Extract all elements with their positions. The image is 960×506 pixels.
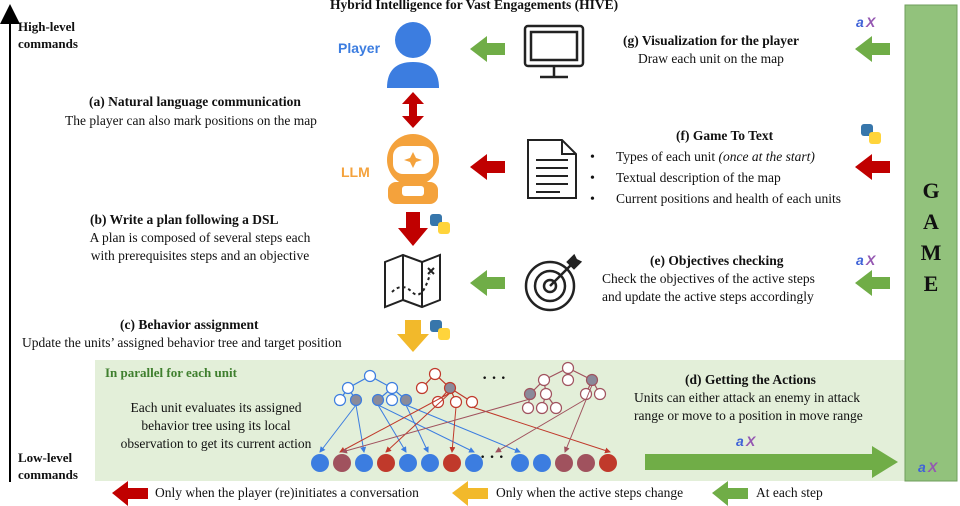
step-d-line: range or move to a position in move rang… bbox=[634, 408, 863, 423]
unit-circle bbox=[443, 454, 461, 472]
svg-text:a: a bbox=[736, 433, 744, 449]
map-icon bbox=[384, 253, 441, 309]
arrow-left-green-e bbox=[470, 270, 505, 296]
step-c-text: Update the units’ assigned behavior tree… bbox=[22, 335, 342, 350]
python-icon-b bbox=[430, 214, 450, 234]
step-d-line: Units can either attack an enemy in atta… bbox=[634, 390, 861, 405]
units-ellipsis: · · · bbox=[480, 449, 505, 466]
game-letter: E bbox=[923, 271, 939, 296]
step-d-text: Units can either attack an enemy in atta… bbox=[634, 389, 863, 425]
arrow-down-yellow bbox=[397, 320, 429, 352]
game-letter: G bbox=[922, 178, 940, 203]
game-letter: M bbox=[920, 240, 942, 265]
step-e-line: Check the objectives of the active steps bbox=[602, 271, 815, 286]
unit-circle bbox=[533, 454, 551, 472]
step-e-title: (e) Objectives checking bbox=[650, 253, 784, 268]
parallel-text-line: Each unit evaluates its assigned bbox=[130, 400, 302, 415]
step-c-title: (c) Behavior assignment bbox=[120, 317, 259, 332]
step-f-bullet-text: Types of each unit bbox=[616, 149, 716, 164]
legend-red-text: Only when the player (re)initiates a con… bbox=[155, 485, 419, 500]
game-letter: A bbox=[923, 209, 939, 234]
low-level-label: Low-level commands bbox=[18, 450, 78, 482]
svg-text:X: X bbox=[927, 459, 939, 475]
svg-text:X: X bbox=[865, 252, 877, 268]
target-icon bbox=[524, 253, 583, 312]
step-g-title: (g) Visualization for the player bbox=[623, 33, 799, 48]
step-f-bullets: Types of each unit (once at the start) T… bbox=[590, 147, 841, 210]
tree-to-unit-arrows bbox=[319, 384, 611, 454]
step-b-line: A plan is composed of several steps each bbox=[89, 230, 311, 245]
svg-text:a: a bbox=[856, 252, 864, 268]
step-f-bullet: Types of each unit (once at the start) bbox=[590, 147, 841, 168]
diagram-title: Hybrid Intelligence for Vast Engagements… bbox=[330, 0, 619, 12]
step-a-text: The player can also mark positions on th… bbox=[65, 113, 317, 128]
arrow-left-green-e2 bbox=[855, 270, 890, 296]
monitor-icon bbox=[523, 24, 585, 79]
svg-text:X: X bbox=[865, 14, 877, 30]
parallel-text: Each unit evaluates its assigned behavio… bbox=[100, 399, 332, 453]
game-label: G A M E bbox=[905, 175, 957, 299]
unit-circle bbox=[377, 454, 395, 472]
step-b-text: A plan is composed of several steps each… bbox=[66, 229, 334, 265]
legend-arrow-red bbox=[112, 481, 148, 506]
legend-arrow-yellow bbox=[452, 481, 488, 506]
unit-row bbox=[311, 454, 617, 472]
behavior-tree-2 bbox=[415, 367, 479, 409]
behavior-tree-3 bbox=[521, 361, 607, 415]
legend-green-text: At each step bbox=[756, 485, 823, 500]
step-d-title: (d) Getting the Actions bbox=[685, 372, 816, 387]
step-b-line: with prerequisites steps and an objectiv… bbox=[90, 248, 310, 263]
svg-text:a: a bbox=[856, 14, 864, 30]
llm-robot-icon bbox=[387, 134, 439, 204]
green-arrows-left bbox=[470, 36, 890, 296]
unit-circle bbox=[355, 454, 373, 472]
red-arrows-left bbox=[470, 154, 890, 180]
svg-text:a: a bbox=[918, 459, 926, 475]
step-f-bullet: Textual description of the map bbox=[590, 168, 841, 189]
trees-ellipsis: · · · bbox=[482, 370, 507, 387]
arrow-left-green-g2 bbox=[855, 36, 890, 62]
python-icon-c bbox=[430, 320, 450, 340]
document-icon bbox=[527, 139, 577, 199]
high-level-label: High-level commands bbox=[18, 19, 78, 51]
legend-arrow-green bbox=[712, 481, 748, 506]
double-arrow-red bbox=[402, 92, 424, 128]
behavior-tree-1 bbox=[333, 369, 413, 407]
arrow-left-green-g bbox=[470, 36, 505, 62]
step-g-text: Draw each unit on the map bbox=[638, 51, 784, 66]
arrow-right-green-big bbox=[645, 446, 898, 478]
unit-circle bbox=[465, 454, 483, 472]
step-f-bullet-note: (once at the start) bbox=[718, 149, 815, 164]
step-f-bullet: Current positions and health of each uni… bbox=[590, 189, 841, 210]
step-a-title: (a) Natural language communication bbox=[89, 94, 301, 109]
player-icon bbox=[387, 22, 439, 88]
step-e-text: Check the objectives of the active steps… bbox=[602, 270, 815, 306]
llm-label: LLM bbox=[341, 164, 370, 180]
parallel-label: In parallel for each unit bbox=[105, 365, 237, 380]
player-label: Player bbox=[338, 40, 381, 56]
unit-circle bbox=[421, 454, 439, 472]
step-b-title: (b) Write a plan following a DSL bbox=[90, 212, 279, 227]
unit-circle bbox=[555, 454, 573, 472]
unit-circle bbox=[577, 454, 595, 472]
game-column bbox=[904, 4, 958, 482]
step-e-line: and update the active steps accordingly bbox=[602, 289, 814, 304]
unit-circle bbox=[511, 454, 529, 472]
parallel-text-line: behavior tree using its local bbox=[141, 418, 291, 433]
unit-circle bbox=[333, 454, 351, 472]
legend-yellow-text: Only when the active steps change bbox=[496, 485, 684, 500]
python-icon-f bbox=[861, 124, 881, 144]
unit-circle bbox=[599, 454, 617, 472]
svg-text:X: X bbox=[745, 433, 757, 449]
unit-circle bbox=[311, 454, 329, 472]
arrow-down-red bbox=[398, 212, 428, 246]
parallel-text-line: observation to get its current action bbox=[120, 436, 312, 451]
step-f-title: (f) Game To Text bbox=[676, 128, 774, 143]
unit-circle bbox=[399, 454, 417, 472]
